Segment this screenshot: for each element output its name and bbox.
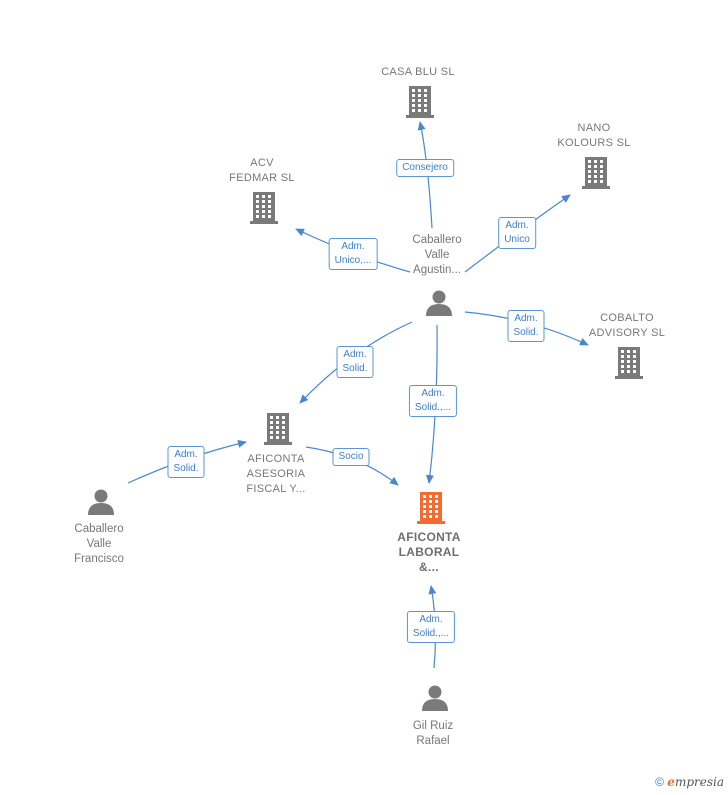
edge-label-adm-solid-cobalto: Adm. Solid. (507, 310, 545, 342)
gil-ruiz-person-icon[interactable] (422, 685, 448, 712)
copyright-icon: © (655, 775, 664, 789)
edge-label-adm-solid-asesoria: Adm. Solid. (336, 346, 374, 378)
node-label-acv-fedmar[interactable]: ACV FEDMAR SL (229, 157, 295, 184)
edge-label-adm-solid-francisco: Adm. Solid. (167, 446, 205, 478)
node-label-caballero-francisco[interactable]: Caballero Valle Francisco (74, 523, 124, 565)
acv-fedmar-building-icon[interactable] (250, 192, 278, 224)
edge-label-adm-solid-gil: Adm. Solid.,... (406, 611, 456, 643)
edge-label-adm-unico-acv: Adm. Unico,... (328, 238, 378, 270)
nano-kolours-building-icon[interactable] (582, 157, 610, 189)
casa-blu-building-icon[interactable] (406, 86, 434, 118)
edge-label-consejero: Consejero (396, 159, 454, 177)
node-label-nano-kolours[interactable]: NANO KOLOURS SL (557, 122, 631, 149)
caballero-francisco-person-icon[interactable] (88, 489, 114, 516)
brand-logo: empresia (667, 775, 724, 789)
node-label-cobalto[interactable]: COBALTO ADVISORY SL (588, 312, 666, 339)
node-label-aficonta-asesoria[interactable]: AFICONTA ASESORIA FISCAL Y... (246, 453, 306, 495)
node-label-gil-ruiz[interactable]: Gil Ruiz Rafael (412, 720, 454, 747)
edge-label-socio: Socio (332, 448, 370, 466)
node-label-caballero-agustin[interactable]: Caballero Valle Agustin... (412, 234, 462, 276)
footer-brand[interactable]: © empresia (655, 775, 724, 789)
node-label-aficonta-laboral[interactable]: AFICONTA LABORAL &... (397, 530, 461, 574)
aficonta-asesoria-building-icon[interactable] (264, 413, 292, 445)
cobalto-building-icon[interactable] (615, 347, 643, 379)
aficonta-laboral-building-icon[interactable] (417, 492, 445, 524)
edge-label-adm-solid-laboral: Adm. Solid.,... (408, 385, 458, 417)
node-label-casa-blu[interactable]: CASA BLU SL (381, 66, 455, 78)
caballero-agustin-person-icon[interactable] (426, 290, 452, 317)
edge-label-adm-unico-nano: Adm. Unico (498, 217, 536, 249)
